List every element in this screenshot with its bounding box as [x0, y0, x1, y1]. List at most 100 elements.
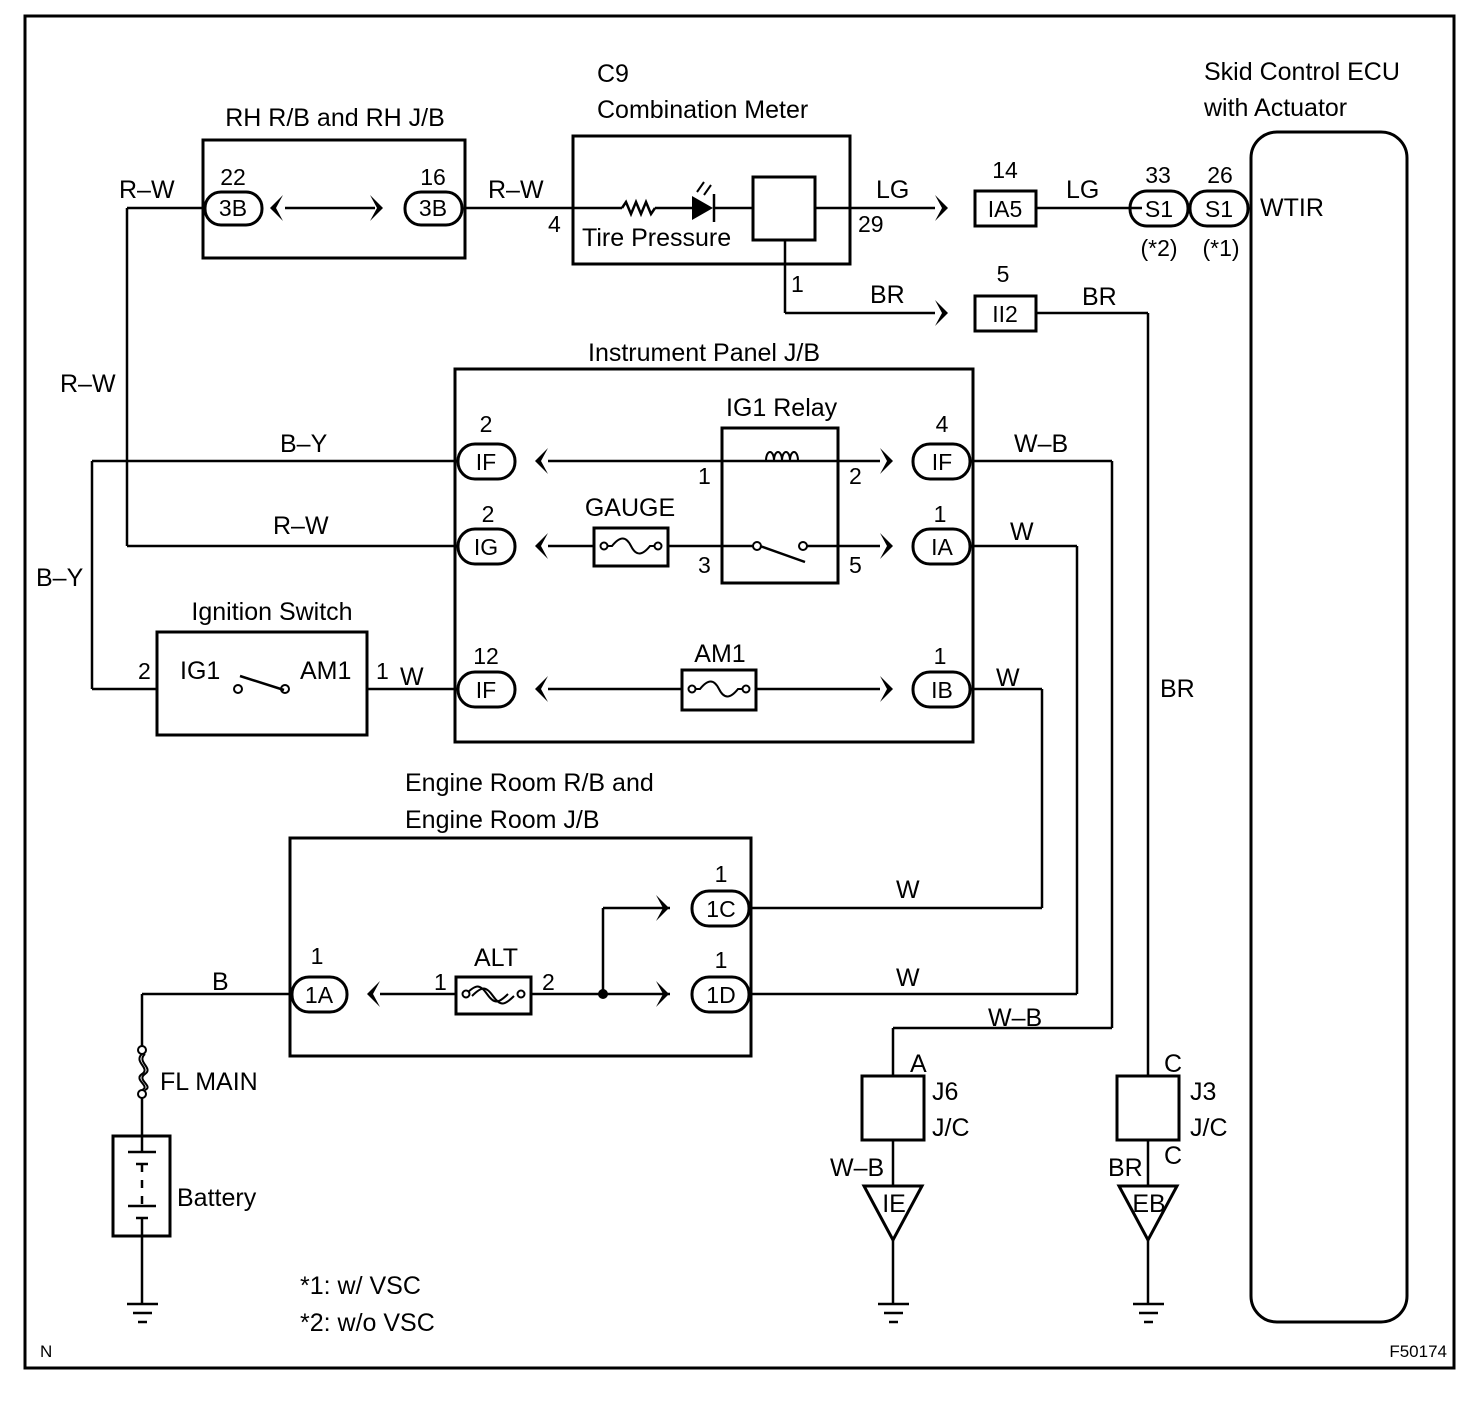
engine-room-box: [288, 836, 753, 1058]
wire-rw-left: R–W: [119, 176, 175, 204]
diagram-frame: [23, 14, 1456, 1370]
wire-w-ib: W: [996, 664, 1020, 692]
skid-ecu-pin-a: 33: [1145, 162, 1171, 188]
tire-pressure-label: Tire Pressure: [582, 224, 731, 252]
conn-ia-label: IA: [931, 534, 953, 560]
wire-b-battery: B: [212, 968, 229, 996]
wire-wb-ground: W–B: [830, 1154, 884, 1182]
am1-fuse-icon: [680, 668, 758, 712]
wire-by-top: B–Y: [280, 430, 328, 458]
conn-if-top-label: IF: [476, 449, 496, 475]
connectors: [203, 189, 1250, 1014]
conn-1c-label: 1C: [706, 896, 735, 922]
conn-1d-label: 1D: [706, 982, 735, 1008]
led-indicator-icon: [692, 181, 716, 222]
conn-ig-pin: 2: [482, 501, 495, 527]
note-vsc-2: *2: w/o VSC: [300, 1309, 435, 1337]
conn-1a-label: 1A: [305, 982, 334, 1008]
conn-if-right-label: IF: [932, 449, 952, 475]
skid-ecu-terminal: WTIR: [1260, 194, 1324, 222]
combination-meter-box: [571, 134, 852, 266]
j3-jc-box: [1115, 1074, 1181, 1142]
j6-type: J/C: [932, 1114, 970, 1142]
rh-rb-conn-right: 3B: [419, 195, 447, 221]
skid-ecu-note-b: (*1): [1202, 235, 1239, 261]
ignition-switch-box: [155, 630, 369, 737]
engine-room-title-1: Engine Room R/B and: [405, 769, 654, 797]
wire-w-ign: W: [400, 663, 424, 691]
ignition-ig1-label: IG1: [180, 657, 220, 685]
ground-ie-icon: [861, 1184, 925, 1244]
wire-rw-ig: R–W: [273, 512, 329, 540]
ignition-switch-contact-icon: [233, 674, 290, 694]
gauge-fuse-icon: [592, 526, 670, 568]
rh-rb-conn-left: 3B: [219, 195, 247, 221]
fl-main-fuse-icon: [137, 1045, 149, 1099]
j6-terminal: A: [910, 1050, 927, 1078]
footer-right: F50174: [1389, 1342, 1447, 1361]
wire-wb-bottom: W–B: [988, 1004, 1042, 1032]
relay-pin-5: 5: [849, 552, 862, 578]
am1-fuse-label: AM1: [694, 640, 745, 668]
alt-pin-right: 2: [542, 969, 555, 995]
ignition-pin-left: 2: [138, 658, 151, 684]
wire-rw-mid: R–W: [488, 176, 544, 204]
relay-switch-icon: [752, 541, 808, 564]
wire-br-ground: BR: [1108, 1154, 1143, 1182]
wire-wb-right: W–B: [1014, 430, 1068, 458]
battery-label: Battery: [177, 1184, 257, 1212]
fl-main-label: FL MAIN: [160, 1068, 258, 1096]
instrument-jb-title: Instrument Panel J/B: [588, 339, 820, 367]
skid-ecu-pin-b: 26: [1207, 162, 1233, 188]
skid-ecu-title-1: Skid Control ECU: [1204, 58, 1400, 86]
rh-rb-jb-title: RH R/B and RH J/B: [225, 104, 445, 132]
rh-rb-pin-right: 16: [420, 164, 446, 190]
relay-pin-2: 2: [849, 463, 862, 489]
wires: [90, 198, 1150, 1304]
wire-w-1c: W: [896, 876, 920, 904]
ii2-connector: [973, 294, 1038, 333]
gauge-fuse-label: GAUGE: [585, 494, 675, 522]
ig1-relay-box: [720, 426, 840, 585]
ia5-connector: [973, 189, 1038, 228]
conn-ia-pin: 1: [934, 501, 947, 527]
conn-1a-pin: 1: [311, 943, 324, 969]
conn-1c-pin: 1: [715, 861, 728, 887]
earth-symbol-icons: [127, 1302, 1164, 1324]
combination-meter-title: Combination Meter: [597, 96, 808, 124]
footer-left: N: [40, 1342, 52, 1361]
skid-ecu-title-2: with Actuator: [1203, 94, 1347, 122]
ground-eb-icon: [1116, 1184, 1180, 1244]
engine-room-title-2: Engine Room J/B: [405, 806, 600, 834]
wire-lg-1: LG: [876, 176, 909, 204]
conn-if-bottom-label: IF: [476, 677, 496, 703]
j3-terminal-bottom: C: [1164, 1142, 1182, 1170]
wire-w-ia: W: [1010, 518, 1034, 546]
skid-ecu-note-a: (*2): [1140, 235, 1177, 261]
rh-rb-jb-box: [201, 138, 467, 260]
skid-control-ecu-box: [1249, 130, 1409, 1324]
ignition-switch-title: Ignition Switch: [191, 598, 352, 626]
connector-arrows: [270, 195, 948, 1007]
meter-pin-gnd: 1: [791, 271, 804, 297]
wire-by-vertical: B–Y: [36, 564, 84, 592]
relay-pin-3: 3: [698, 552, 711, 578]
conn-ib-pin: 1: [934, 643, 947, 669]
note-vsc-1: *1: w/ VSC: [300, 1272, 421, 1300]
conn-if-right-pin: 4: [936, 411, 949, 437]
meter-ecu-block: [751, 175, 817, 242]
j6-jc-box: [860, 1074, 926, 1142]
relay-pin-1: 1: [698, 463, 711, 489]
ii2-label: II2: [992, 301, 1018, 327]
j3-terminal-top: C: [1164, 1050, 1182, 1078]
conn-if-bottom-pin: 12: [473, 643, 499, 669]
j3-type: J/C: [1190, 1114, 1228, 1142]
combination-meter-code: C9: [597, 60, 629, 88]
meter-pin-out: 29: [858, 211, 884, 237]
j3-name: J3: [1190, 1078, 1216, 1106]
alt-fusible-link-icon: [454, 975, 533, 1016]
battery-icon: [111, 1134, 172, 1238]
meter-pin-in: 4: [548, 211, 561, 237]
wire-lg-2: LG: [1066, 176, 1099, 204]
